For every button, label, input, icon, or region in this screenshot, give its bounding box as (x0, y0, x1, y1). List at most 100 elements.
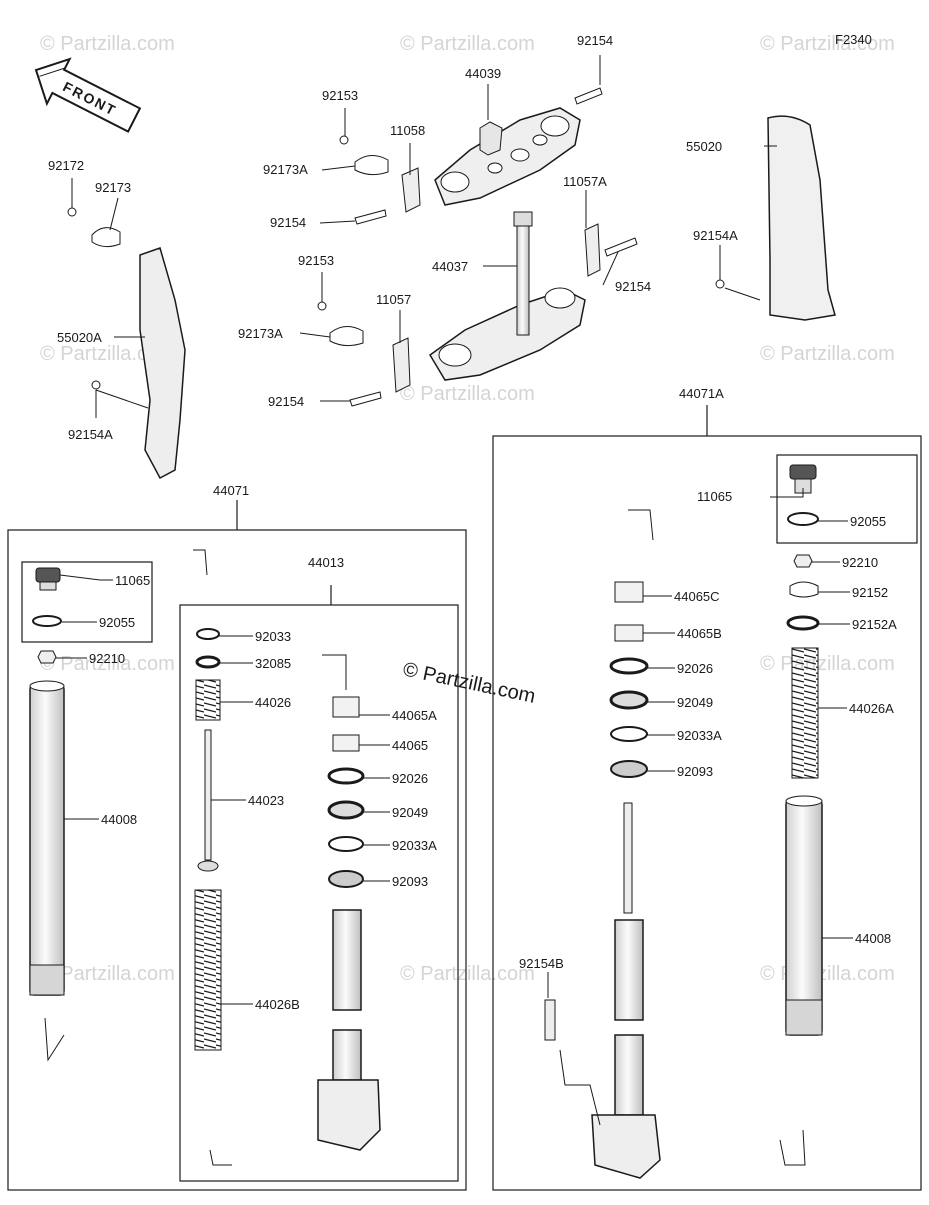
part-label[interactable]: 44039 (465, 66, 501, 81)
watermark: © Partzilla.com (40, 963, 175, 985)
cap-box-right (776, 454, 918, 544)
part-label[interactable]: 92152A (852, 617, 897, 632)
part-label[interactable]: 44013 (308, 555, 344, 570)
bolt-92172 (67, 207, 77, 217)
part-label[interactable]: 11057 (376, 292, 411, 307)
bolt-92153-upper (339, 135, 349, 145)
part-label[interactable]: 92033 (255, 629, 291, 644)
watermark: © Partzilla.com (400, 33, 535, 55)
part-label[interactable]: 92033A (677, 728, 722, 743)
bolt-92154b (544, 999, 556, 1041)
part-label[interactable]: 11065 (697, 489, 732, 504)
o-ring-92055-left (32, 615, 62, 627)
part-label[interactable]: 92173 (95, 180, 131, 195)
part-label[interactable]: 92172 (48, 158, 84, 173)
group-boxes (7, 405, 922, 1191)
part-label[interactable]: 92153 (298, 253, 334, 268)
part-label[interactable]: 92173A (263, 162, 308, 177)
bracket-11057 (392, 337, 411, 393)
part-label[interactable]: 92154 (268, 394, 304, 409)
lower-triple-clamp (429, 211, 586, 381)
part-label[interactable]: 92033A (392, 838, 437, 853)
part-label[interactable]: 55020A (57, 330, 102, 345)
bolt-92154-upper (354, 209, 387, 225)
part-label[interactable]: 92153 (322, 88, 358, 103)
nut-92210-left (37, 650, 57, 664)
center-watermark: © Partzilla.com (401, 658, 537, 708)
part-label[interactable]: 92154A (693, 228, 738, 243)
part-label[interactable]: 44065B (677, 626, 722, 641)
part-label[interactable]: 44037 (432, 259, 468, 274)
part-label[interactable]: 44071A (679, 386, 724, 401)
snap-ring-92033a-left (328, 836, 364, 852)
part-label[interactable]: 11058 (390, 123, 425, 138)
bolt-92154-top (574, 87, 603, 105)
washer-32085 (195, 655, 221, 669)
part-label[interactable]: 92154 (615, 279, 651, 294)
bushing-44065a (332, 696, 360, 718)
part-label[interactable]: 11057A (563, 174, 607, 189)
part-label[interactable]: 55020 (686, 139, 722, 154)
part-label[interactable]: 44026 (255, 695, 291, 710)
part-label[interactable]: 44023 (248, 793, 284, 808)
part-label[interactable]: 92055 (99, 615, 135, 630)
spring-44026 (195, 679, 221, 721)
outer-tube-44008-left (29, 680, 65, 996)
clamp-92173 (91, 227, 121, 248)
part-label[interactable]: 92154B (519, 956, 564, 971)
oil-seal-92049-left (327, 800, 365, 820)
part-label[interactable]: 92093 (677, 764, 713, 779)
part-label[interactable]: 44065C (674, 589, 720, 604)
part-label[interactable]: 92154 (270, 215, 306, 230)
fork-cap-left (35, 567, 61, 591)
nut-92210-right (793, 554, 813, 568)
part-label[interactable]: 92049 (677, 695, 713, 710)
part-label[interactable]: 44071 (213, 483, 249, 498)
part-label[interactable]: 44065A (392, 708, 437, 723)
watermark: © Partzilla.com (760, 343, 895, 365)
part-label[interactable]: 92152 (852, 585, 888, 600)
rod-44023 (204, 729, 212, 861)
upper-triple-clamp (434, 107, 581, 206)
bolt-92154a-left (91, 380, 101, 390)
part-label[interactable]: 44008 (101, 812, 137, 827)
steering-stem (516, 214, 530, 336)
part-label[interactable]: 44026B (255, 997, 300, 1012)
washer-92152a (786, 615, 820, 631)
assembly-box-44013 (179, 604, 459, 1182)
watermark: © Partzilla.com (760, 33, 895, 55)
bolt-92153-lower (317, 301, 327, 311)
watermark: © Partzilla.com (760, 653, 895, 675)
part-label[interactable]: 92154A (68, 427, 113, 442)
fork-guard-55020a (139, 247, 186, 480)
part-label[interactable]: 44008 (855, 931, 891, 946)
leader-lines (44, 55, 853, 1166)
bushing-44065c (614, 581, 644, 603)
outer-tube-44008-right (785, 795, 823, 1036)
part-label[interactable]: 92210 (842, 555, 878, 570)
front-arrow-icon: FRONT (34, 57, 142, 133)
washer-92026-right (609, 657, 649, 675)
fork-cap-right (789, 464, 817, 494)
part-label[interactable]: 44065 (392, 738, 428, 753)
watermark: © Partzilla.com (400, 383, 535, 405)
part-label[interactable]: 92026 (677, 661, 713, 676)
watermark: © Partzilla.com (40, 343, 175, 365)
cap-box-left (21, 561, 153, 643)
part-label[interactable]: 92173A (238, 326, 283, 341)
snap-ring-92033a-right (610, 726, 648, 742)
part-label[interactable]: 92055 (850, 514, 886, 529)
part-label[interactable]: 92026 (392, 771, 428, 786)
dust-seal-92093-left (328, 870, 364, 888)
part-label[interactable]: 32085 (255, 656, 291, 671)
fork-guard-55020 (767, 115, 836, 321)
part-label[interactable]: 92154 (577, 33, 613, 48)
part-label[interactable]: 92093 (392, 874, 428, 889)
part-label[interactable]: 92049 (392, 805, 428, 820)
part-label[interactable]: 44026A (849, 701, 894, 716)
bolt-92154a-right (715, 279, 725, 289)
part-label[interactable]: 11065 (115, 573, 150, 588)
part-label[interactable]: 92210 (89, 651, 125, 666)
